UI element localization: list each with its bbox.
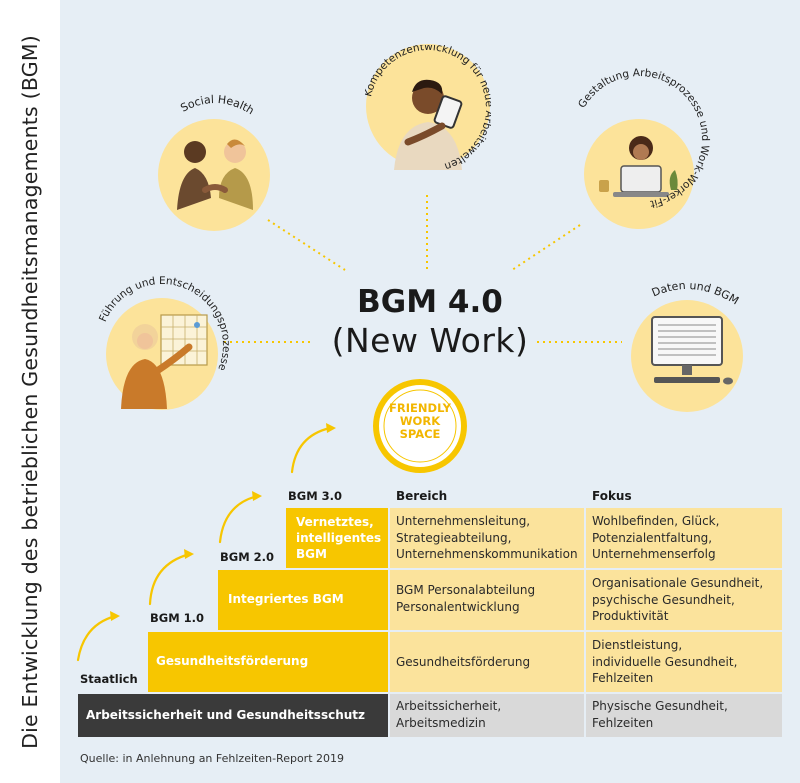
- stair-gesundheit: Gesundheitsförderung: [148, 632, 388, 692]
- stair-vernetzt-line1: Vernetztes,: [296, 515, 374, 529]
- row2-bereich: BGM Personalabteilung Personalentwicklun…: [390, 570, 584, 630]
- row4-fokus-line2: Fehlzeiten: [592, 715, 654, 730]
- row4-fokus: Physische Gesundheit, Fehlzeiten: [586, 694, 782, 737]
- stair-gesundheit-label: Gesundheitsförderung: [156, 654, 309, 668]
- row2-fokus-line1: Organisationale Gesundheit,: [592, 576, 764, 590]
- stair-integriert: Integriertes BGM: [218, 570, 388, 630]
- row3-fokus-line2: individuelle Gesundheit,: [592, 654, 738, 669]
- row3-fokus-line3: Fehlzeiten: [592, 671, 654, 685]
- fuehrung-circle: [105, 297, 220, 412]
- computer-icon: [631, 300, 743, 412]
- row4-bereich: Arbeitssicherheit, Arbeitsmedizin: [390, 694, 584, 737]
- presenter-chart-icon: [106, 298, 218, 410]
- center-title-sub: (New Work): [331, 321, 529, 360]
- row1-fokus: Wohlbefinden, Glück, Potenzialentfaltung…: [586, 508, 782, 568]
- kompetenz-label: Kompetenzentwicklung für neue Arbeitswel…: [362, 41, 495, 172]
- row3-fokus: Dienstleistung, individuelle Gesundheit,…: [586, 632, 782, 692]
- badge-line3: SPACE: [399, 427, 441, 441]
- handshake-icon: [158, 119, 270, 231]
- row2-fokus-line3: Produktivität: [592, 609, 669, 623]
- center-title-main: BGM 4.0: [357, 284, 503, 320]
- row4-bereich-line2: Arbeitsmedizin: [396, 715, 486, 730]
- stair-vernetzt: Vernetztes, intelligentes BGM: [286, 508, 388, 568]
- stair-vernetzt-line2: intelligentes: [296, 531, 382, 545]
- level-staatlich: Staatlich: [80, 672, 138, 686]
- stair-base-label: Arbeitssicherheit und Gesundheitsschutz: [86, 708, 365, 722]
- level-bgm1: BGM 1.0: [150, 611, 205, 625]
- header-bereich: Bereich: [396, 489, 448, 503]
- daten-circle: [630, 299, 745, 414]
- row1-bereich-line3: Unternehmenskommunikation: [396, 547, 578, 561]
- row1-fokus-line1: Wohlbefinden, Glück,: [592, 514, 720, 528]
- header-fokus: Fokus: [592, 489, 632, 503]
- badge-line2: WORK: [399, 414, 441, 428]
- friendly-work-space-badge: FRIENDLY WORK SPACE: [370, 376, 470, 476]
- source-note: Quelle: in Anlehnung an Fehlzeiten-Repor…: [80, 752, 344, 765]
- row2-bereich-line1: BGM Personalabteilung: [396, 583, 536, 597]
- row1-bereich-line2: Strategieabteilung,: [396, 530, 512, 545]
- kompetenz-circle: [364, 42, 492, 170]
- row1-bereich-line1: Unternehmensleitung,: [396, 514, 531, 528]
- daten-label: Daten und BGM: [620, 272, 755, 312]
- row3-fokus-line1: Dienstleistung,: [592, 638, 683, 652]
- social-health-circle: [157, 118, 272, 233]
- badge-line1: FRIENDLY: [389, 401, 451, 415]
- level-bgm3: BGM 3.0: [288, 489, 343, 503]
- gestaltung-circle: [583, 118, 695, 230]
- row4-fokus-line1: Physische Gesundheit,: [592, 699, 728, 713]
- row2-fokus: Organisationale Gesundheit, psychische G…: [586, 570, 782, 630]
- stair-base: Arbeitssicherheit und Gesundheitsschutz: [78, 694, 388, 737]
- fuehrung-label: Führung und Entscheidungsprozesse: [93, 275, 232, 414]
- row1-fokus-line2: Potenzialentfaltung,: [592, 530, 713, 545]
- stair-vernetzt-line3: BGM: [296, 547, 327, 561]
- gestaltung-label: Gestaltung Arbeitsprozesse und Work-Work…: [566, 66, 712, 212]
- laptop-worker-icon: [584, 119, 694, 229]
- social-health-label: Social Health: [150, 80, 280, 130]
- row3-bereich: Gesundheitsförderung: [390, 632, 584, 692]
- row3-bereich-line1: Gesundheitsförderung: [396, 655, 531, 669]
- row2-bereich-line2: Personalentwicklung: [396, 599, 520, 614]
- stair-integriert-label: Integriertes BGM: [228, 592, 344, 606]
- person-tablet-icon: [366, 44, 490, 170]
- badge-seal-icon: [373, 379, 467, 473]
- center-title: BGM 4.0 (New Work): [300, 283, 560, 361]
- row2-fokus-line2: psychische Gesundheit,: [592, 592, 735, 607]
- row1-bereich: Unternehmensleitung, Strategieabteilung,…: [390, 508, 584, 568]
- row1-fokus-line3: Unternehmenserfolg: [592, 547, 716, 561]
- row4-bereich-line1: Arbeitssicherheit,: [396, 699, 502, 713]
- level-bgm2: BGM 2.0: [220, 550, 275, 564]
